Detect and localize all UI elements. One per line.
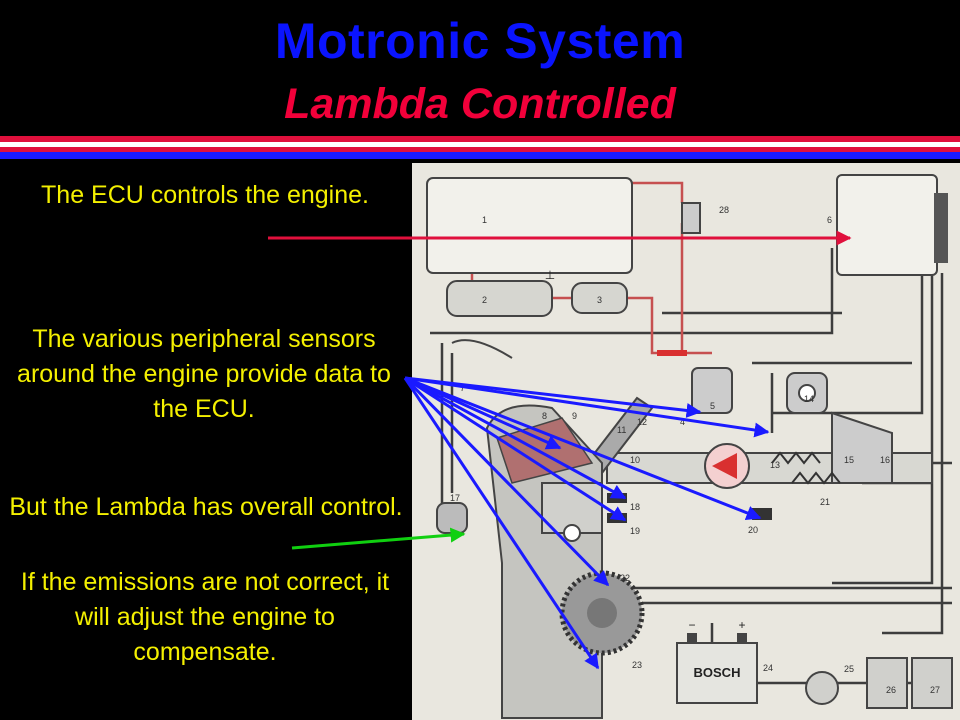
battery-brand: BOSCH bbox=[694, 665, 741, 680]
divider-blue bbox=[0, 152, 960, 159]
motronic-system-diagram: BOSCH − + ⊥ 1234567891011121314151617181… bbox=[412, 163, 960, 720]
fuel-pump bbox=[446, 280, 553, 317]
arrow-sensor-regulator bbox=[404, 376, 702, 418]
component-number-13: 13 bbox=[770, 460, 780, 470]
arrow-sensor-flywheel bbox=[403, 377, 600, 670]
divider-red-top bbox=[0, 136, 960, 142]
component-number-10: 10 bbox=[630, 455, 640, 465]
component-number-16: 16 bbox=[880, 455, 890, 465]
caption-lambda: But the Lambda has overall control. bbox=[9, 493, 403, 521]
battery bbox=[676, 642, 758, 704]
component-number-18: 18 bbox=[630, 502, 640, 512]
arrow-sensor-intake bbox=[404, 376, 762, 521]
component-number-28: 28 bbox=[719, 205, 729, 215]
component-number-15: 15 bbox=[844, 455, 854, 465]
component-number-20: 20 bbox=[748, 525, 758, 535]
component-number-3: 3 bbox=[597, 295, 602, 305]
arrow-sensor-speed bbox=[403, 376, 610, 587]
battery-minus: − bbox=[688, 618, 695, 632]
component-number-6: 6 bbox=[827, 215, 832, 225]
component-number-22: 22 bbox=[620, 573, 630, 583]
component-number-17: 17 bbox=[450, 493, 460, 503]
component-number-21: 21 bbox=[820, 497, 830, 507]
divider-red bbox=[0, 147, 960, 152]
component-number-27: 27 bbox=[930, 685, 940, 695]
component-number-8: 8 bbox=[542, 411, 547, 421]
component-number-11: 11 bbox=[617, 425, 626, 435]
component-number-12: 12 bbox=[637, 417, 647, 427]
arrow-sensor-throttle bbox=[404, 376, 770, 438]
component-number-2: 2 bbox=[482, 295, 487, 305]
component-number-19: 19 bbox=[630, 526, 640, 536]
component-number-9: 9 bbox=[572, 411, 577, 421]
arrow-sensor-injector bbox=[404, 376, 562, 450]
slide-title: Motronic System bbox=[274, 13, 686, 69]
slide-subtitle: Lambda Controlled bbox=[284, 80, 676, 128]
component-number-14: 14 bbox=[804, 394, 814, 404]
component-number-1: 1 bbox=[482, 215, 487, 225]
component-number-24: 24 bbox=[763, 663, 773, 673]
divider-white bbox=[0, 142, 960, 147]
caption-ecu: The ECU controls the engine. bbox=[41, 181, 369, 209]
fuel-filter bbox=[571, 282, 628, 314]
arrow-sensor-temp-1 bbox=[404, 376, 627, 500]
caption-adjust: If the emissions are not correct, it wil… bbox=[20, 568, 390, 666]
arrow-lambda bbox=[291, 527, 466, 550]
battery-plus: + bbox=[738, 618, 745, 632]
ground-symbol: ⊥ bbox=[545, 268, 555, 282]
component-number-5: 5 bbox=[710, 401, 715, 411]
component-number-26: 26 bbox=[886, 685, 896, 695]
fuel-tank bbox=[426, 177, 633, 274]
component-number-23: 23 bbox=[632, 660, 642, 670]
component-number-25: 25 bbox=[844, 664, 854, 674]
caption-sensors: The various peripheral sensors around th… bbox=[17, 325, 391, 423]
arrow-sensor-temp-2 bbox=[404, 376, 627, 522]
component-number-4: 4 bbox=[680, 417, 685, 427]
